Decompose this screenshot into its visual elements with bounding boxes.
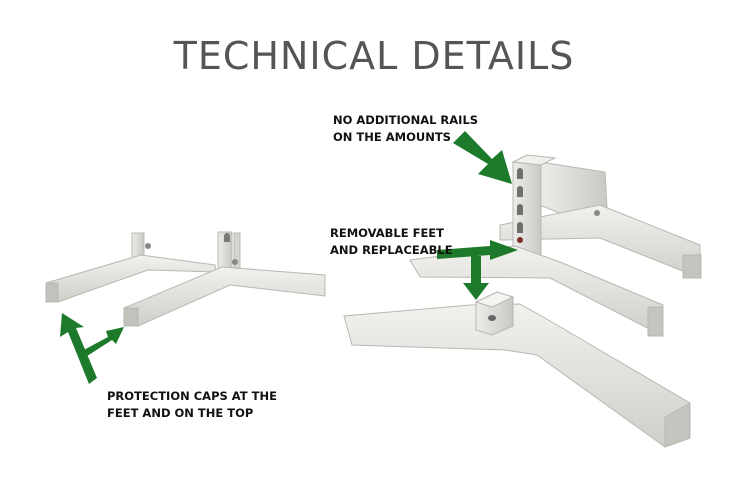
callout-line: FEET AND ON THE TOP <box>107 406 254 420</box>
callout-line: NO ADDITIONAL RAILS <box>333 113 479 127</box>
arrow-caps <box>60 313 124 384</box>
callout-line: PROTECTION CAPS AT THE <box>107 389 277 403</box>
arrow-feet-right <box>437 240 518 260</box>
small-stand <box>45 231 326 327</box>
bolt-icon <box>145 243 151 249</box>
keyhole-slots <box>517 168 523 233</box>
large-stand <box>343 154 702 448</box>
arrow-rails <box>453 131 512 184</box>
front-foot <box>343 303 691 448</box>
keyhole-icon <box>224 233 230 242</box>
callout-caps: PROTECTION CAPS AT THE FEET AND ON THE T… <box>107 388 277 422</box>
callout-line: AND REPLACEABLE <box>330 243 453 257</box>
front-foot <box>123 266 326 327</box>
bolt-hole-icon <box>488 315 496 321</box>
bolt-icon <box>594 210 600 216</box>
callout-line: REMOVABLE FEET <box>330 226 445 240</box>
callout-feet: REMOVABLE FEET AND REPLACEABLE <box>330 225 453 259</box>
arrow-feet-down <box>463 256 489 300</box>
bolt-icon <box>232 259 238 265</box>
page-title: TECHNICAL DETAILS <box>173 34 575 78</box>
callout-line: ON THE AMOUNTS <box>333 130 451 144</box>
callout-rails: NO ADDITIONAL RAILS ON THE AMOUNTS <box>333 112 478 146</box>
bolt-icon <box>517 237 523 243</box>
